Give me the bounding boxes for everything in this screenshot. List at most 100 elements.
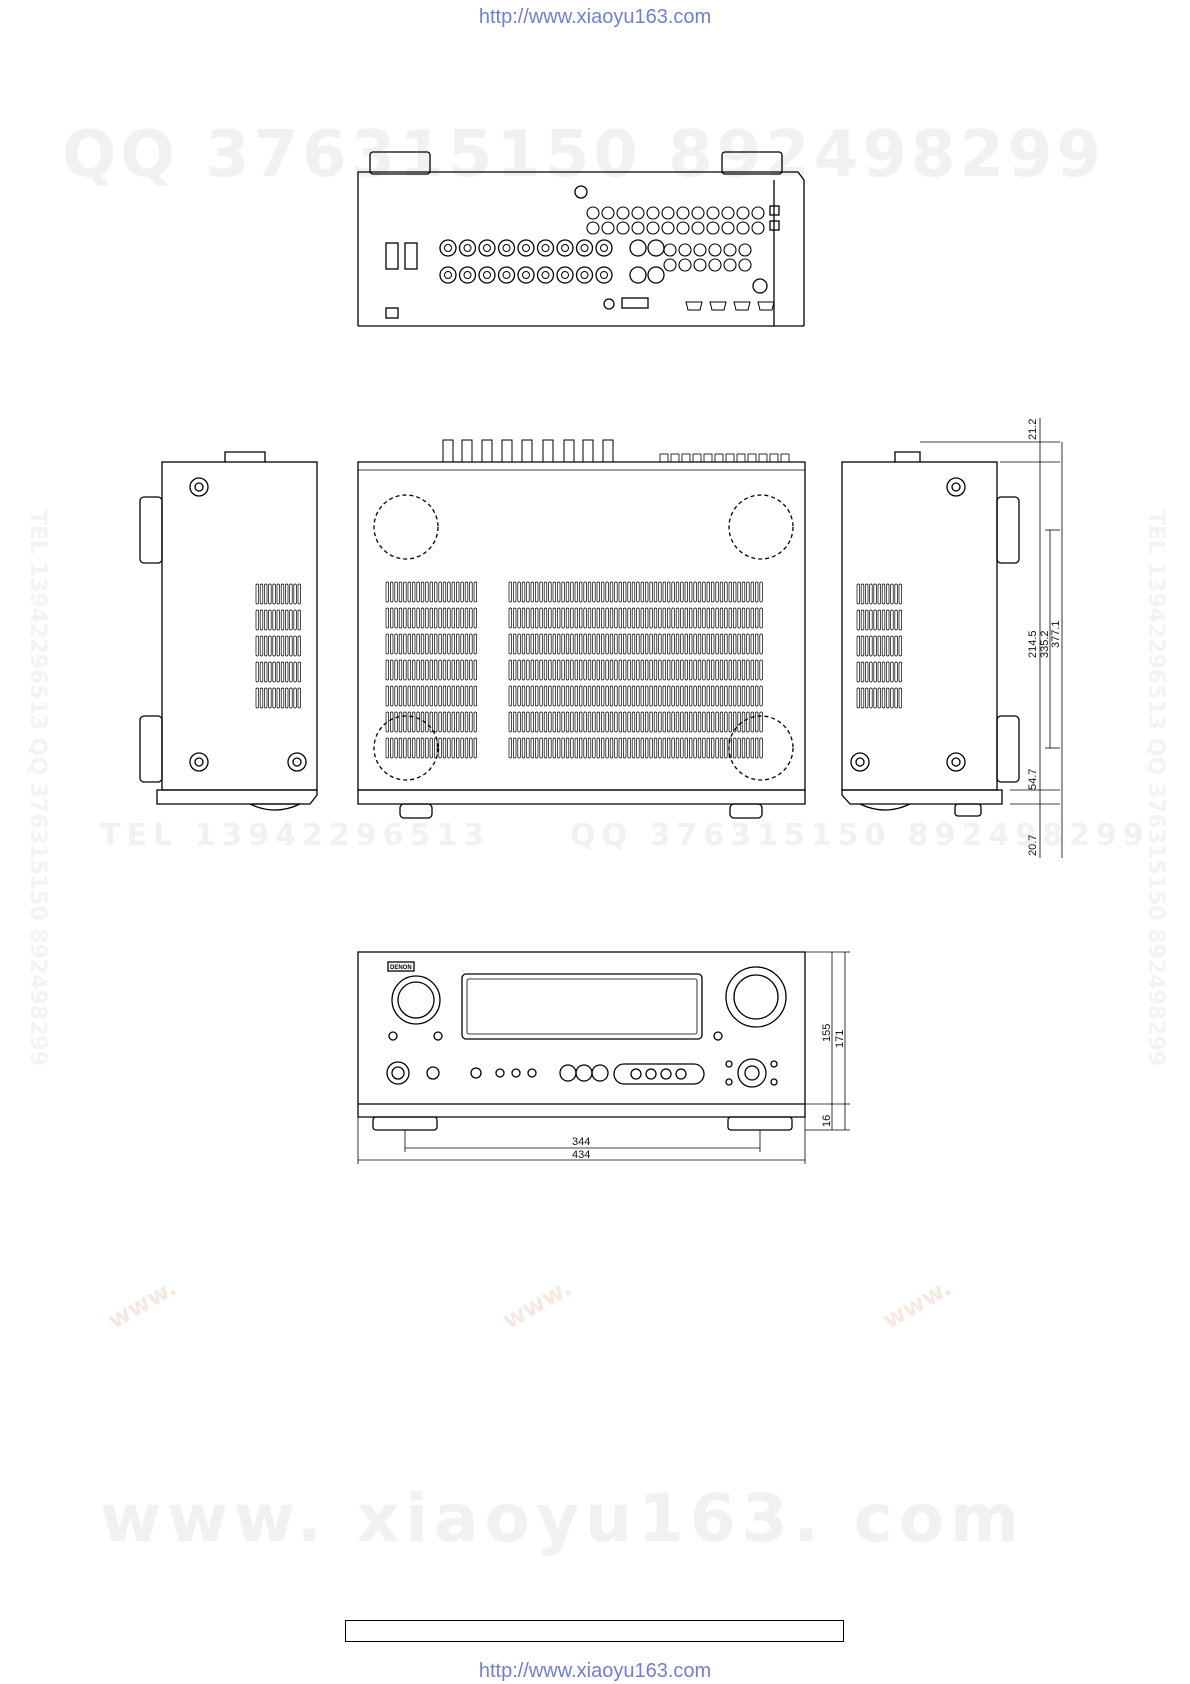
vent-slot (553, 660, 556, 680)
vent-slot (527, 712, 530, 732)
front-av-input-panel (614, 1064, 704, 1084)
vent-slot (711, 686, 714, 706)
vent-slot (513, 738, 516, 758)
vent-slot (601, 634, 604, 654)
vent-slot (751, 582, 754, 602)
vent-slot (698, 660, 701, 680)
vent-slot (566, 608, 569, 628)
vent-slot (588, 686, 591, 706)
vent-slot (452, 582, 455, 602)
vent-slot (404, 686, 407, 706)
speaker-terminal (577, 240, 593, 256)
vent-slot (474, 660, 477, 680)
vent-slot (886, 662, 889, 682)
footer-url-link[interactable]: http://www.xiaoyu163.com (0, 1660, 1190, 1683)
vent-slot (663, 712, 666, 732)
vent-slot (390, 634, 393, 654)
vent-slot (426, 608, 429, 628)
vent-slot (434, 712, 437, 732)
vent-slot (667, 738, 670, 758)
vent-slot (755, 686, 758, 706)
vent-slot (891, 584, 894, 604)
vent-slot (294, 636, 297, 656)
vent-slot (390, 608, 393, 628)
hdmi-port (686, 302, 702, 310)
rear-ground-terminal (753, 279, 767, 293)
vent-slot (760, 686, 763, 706)
vent-slot (386, 582, 389, 602)
speaker-terminal (630, 267, 646, 283)
right-side-vents (857, 584, 902, 708)
hdmi-port (758, 302, 774, 310)
vent-slot (456, 686, 459, 706)
vent-slot (698, 712, 701, 732)
vent-slot (456, 634, 459, 654)
vent-slot (417, 712, 420, 732)
vent-slot (562, 738, 565, 758)
left-side-vents (256, 584, 301, 708)
vent-slot (694, 738, 697, 758)
vent-slot (698, 738, 701, 758)
vent-slot (273, 662, 276, 682)
vent-slot (575, 738, 578, 758)
vent-slot (421, 608, 424, 628)
vent-slot (703, 582, 706, 602)
vent-slot (273, 636, 276, 656)
vent-slot (448, 582, 451, 602)
vent-slot (513, 582, 516, 602)
vent-slot (421, 582, 424, 602)
rear-coax-jack (604, 299, 614, 309)
rca-jack (632, 207, 644, 219)
vent-slot (654, 712, 657, 732)
vent-slot (553, 582, 556, 602)
vent-slot (474, 686, 477, 706)
vent-slot (645, 660, 648, 680)
vent-slot (694, 634, 697, 654)
screw-icon (947, 478, 965, 496)
vent-slot (857, 662, 860, 682)
rear-connector (759, 454, 767, 462)
vent-slot (747, 608, 750, 628)
vent-slot (685, 712, 688, 732)
vent-slot (628, 712, 631, 732)
vent-slot (549, 712, 552, 732)
rca-jack (752, 207, 764, 219)
vent-slot (390, 738, 393, 758)
vent-slot (742, 738, 745, 758)
vent-slot (663, 582, 666, 602)
rca-jack (737, 222, 749, 234)
vent-slot (615, 634, 618, 654)
vent-slot (513, 712, 516, 732)
vent-slot (434, 686, 437, 706)
vent-slot (681, 738, 684, 758)
foot-position-marker (374, 495, 438, 559)
vent-slot (584, 738, 587, 758)
vent-slot (899, 662, 902, 682)
top-view-foot-left (400, 804, 432, 818)
left-side-front-foot (250, 804, 300, 810)
vent-slot (527, 660, 530, 680)
vent-slot (747, 712, 750, 732)
vent-slot (698, 608, 701, 628)
vent-slot (417, 660, 420, 680)
vent-slot (557, 738, 560, 758)
vent-slot (553, 608, 556, 628)
vent-slot (540, 582, 543, 602)
master-volume-knob (726, 967, 786, 1027)
vent-slot (694, 660, 697, 680)
rca-jack (587, 222, 599, 234)
vent-slot (878, 610, 881, 630)
vent-slot (260, 662, 263, 682)
vent-slot (439, 738, 442, 758)
vent-slot (294, 610, 297, 630)
vent-slot (470, 686, 473, 706)
vent-slot (747, 634, 750, 654)
vent-slot (874, 688, 877, 708)
vent-slot (285, 610, 288, 630)
vent-slot (553, 738, 556, 758)
vent-slot (522, 712, 525, 732)
vent-slot (461, 738, 464, 758)
vent-slot (601, 582, 604, 602)
vent-slot (553, 634, 556, 654)
vent-slot (628, 686, 631, 706)
